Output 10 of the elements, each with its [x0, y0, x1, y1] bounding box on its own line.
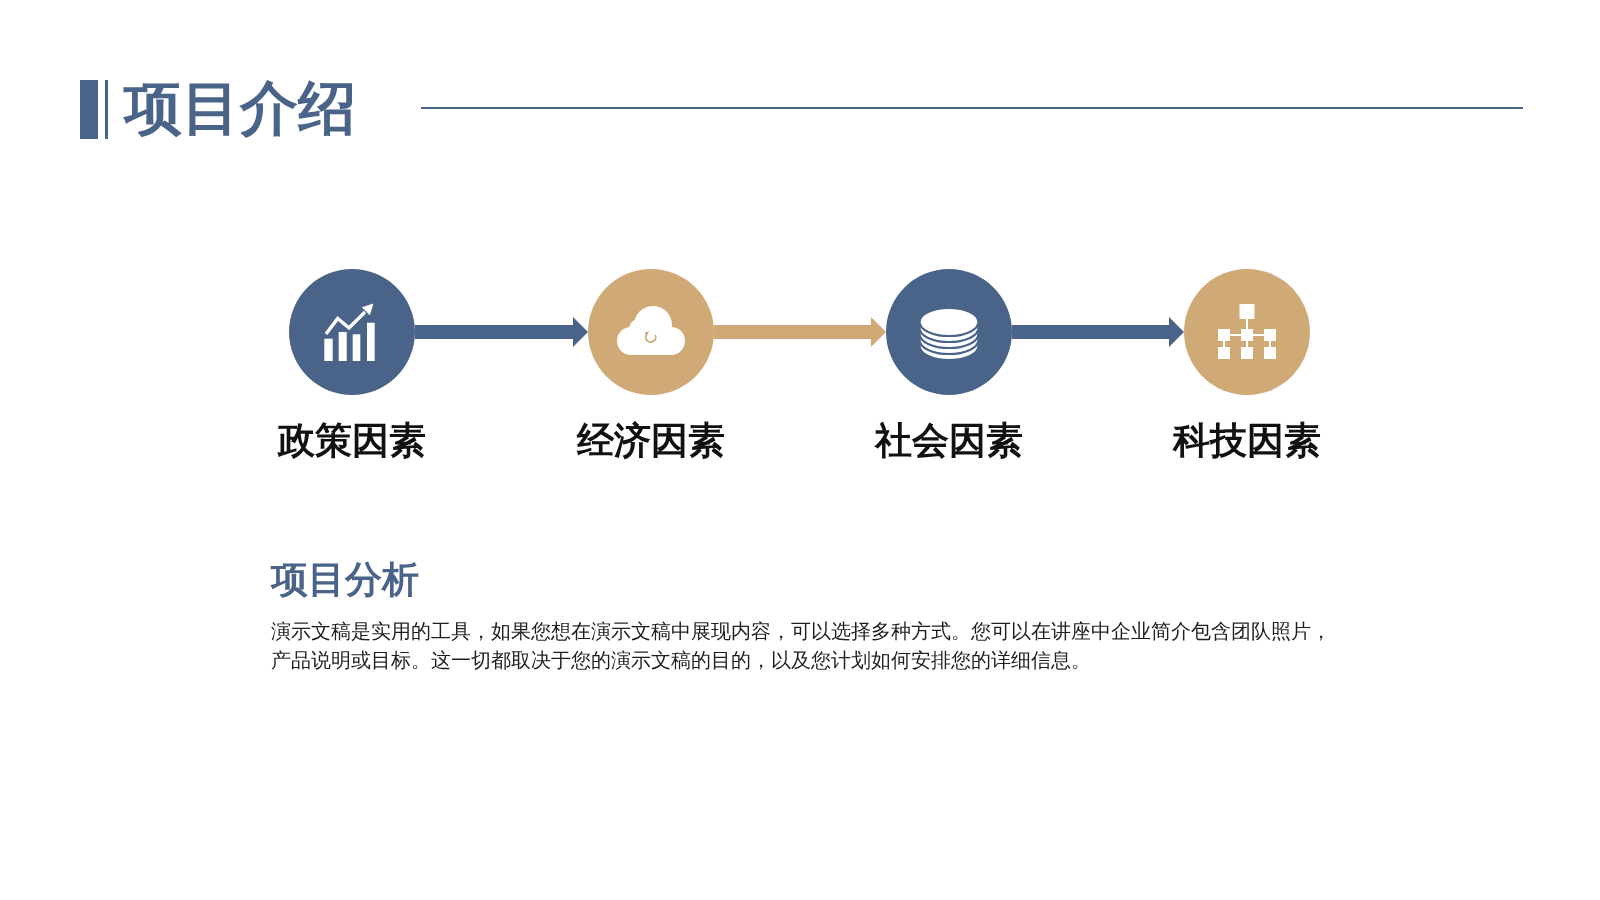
body-text: 演示文稿是实用的工具，如果您想在演示文稿中展现内容，可以选择多种方式。您可以在讲座中企业简介包含团队照片，产品说明或目标。这一切都取决于您的演示文稿的目的，以及您计划如何安排您的详细信息。: [271, 619, 1331, 674]
arrow: [714, 317, 886, 347]
node-label: 科技因素: [1173, 422, 1321, 459]
arrow: [415, 317, 588, 347]
section-heading: 项目分析: [271, 561, 419, 598]
node-label: 经济因素: [577, 422, 725, 459]
node-label: 政策因素: [278, 422, 426, 459]
slide-title: 项目介绍: [124, 79, 356, 137]
node-label: 社会因素: [875, 422, 1023, 459]
arrow: [1012, 317, 1184, 347]
